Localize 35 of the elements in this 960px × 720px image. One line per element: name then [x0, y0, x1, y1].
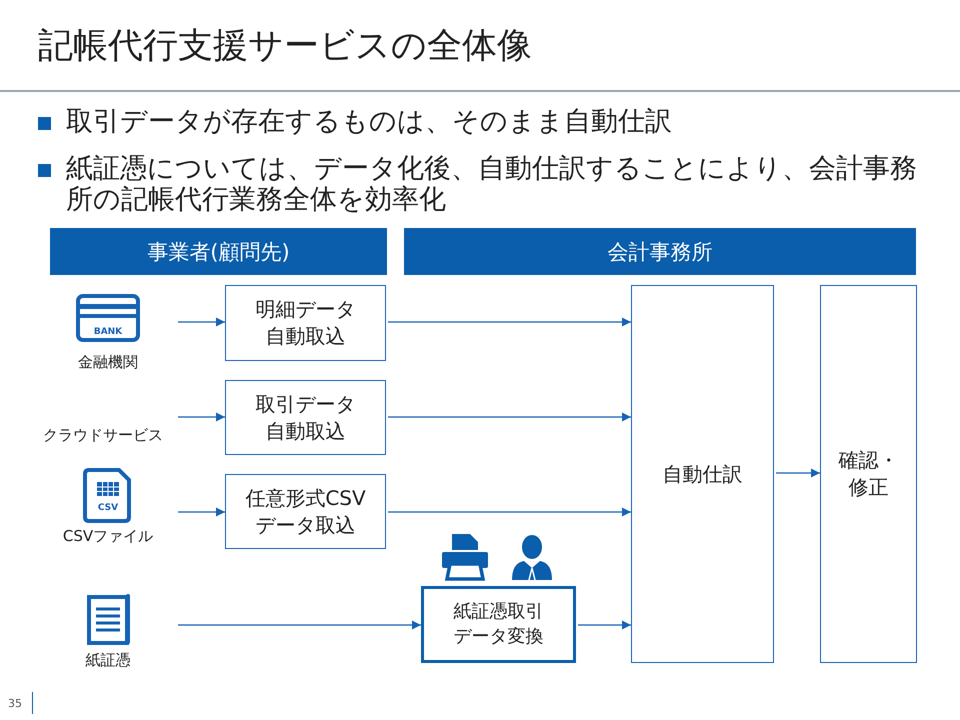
arrow: [388, 412, 631, 422]
icon-label: CSV: [98, 503, 118, 513]
process-box: [421, 586, 576, 663]
arrow: [178, 412, 225, 422]
header-text: 会計事務所: [608, 238, 712, 266]
box-text: 明細データ自動取込: [255, 296, 356, 350]
process-box: [225, 474, 386, 549]
source-caption: クラウドサービス: [43, 426, 163, 445]
box-text: 任意形式CSVデータ取込: [244, 484, 367, 538]
icon-label: BANK: [94, 327, 122, 337]
source-caption: 紙証憑: [86, 651, 130, 670]
header-band: [404, 228, 916, 275]
source-caption: CSVファイル: [62, 527, 154, 546]
bullet-text: 取引データが存在するものは、そのまま自動仕訳: [66, 106, 673, 137]
box-text: 紙証憑取引データ変換: [453, 600, 544, 648]
arrow: [178, 508, 225, 516]
header-band: [50, 228, 387, 275]
arrow: [388, 508, 631, 516]
box-text: 自動仕訳: [662, 460, 742, 488]
arrow: [388, 318, 631, 326]
page-number: 35: [8, 697, 22, 710]
box-text: 確認・修正: [838, 447, 899, 501]
process-box: [225, 285, 386, 361]
header-text: 事業者(顧問先): [147, 238, 290, 266]
process-box: [820, 285, 917, 663]
bullet-text: 紙証憑については、データ化後、自動仕訳することにより、会計事務所の記帳代行業務全体を効率化: [66, 153, 918, 215]
arrow: [776, 468, 820, 478]
arrow: [578, 620, 631, 630]
arrow: [178, 620, 421, 630]
process-box: [631, 285, 774, 663]
arrow: [178, 318, 225, 326]
box-text: 取引データ自動取込: [255, 390, 356, 444]
title: 記帳代行支援サービスの全体像: [38, 25, 532, 68]
source-caption: 金融機関: [78, 353, 138, 372]
process-box: [225, 380, 386, 455]
